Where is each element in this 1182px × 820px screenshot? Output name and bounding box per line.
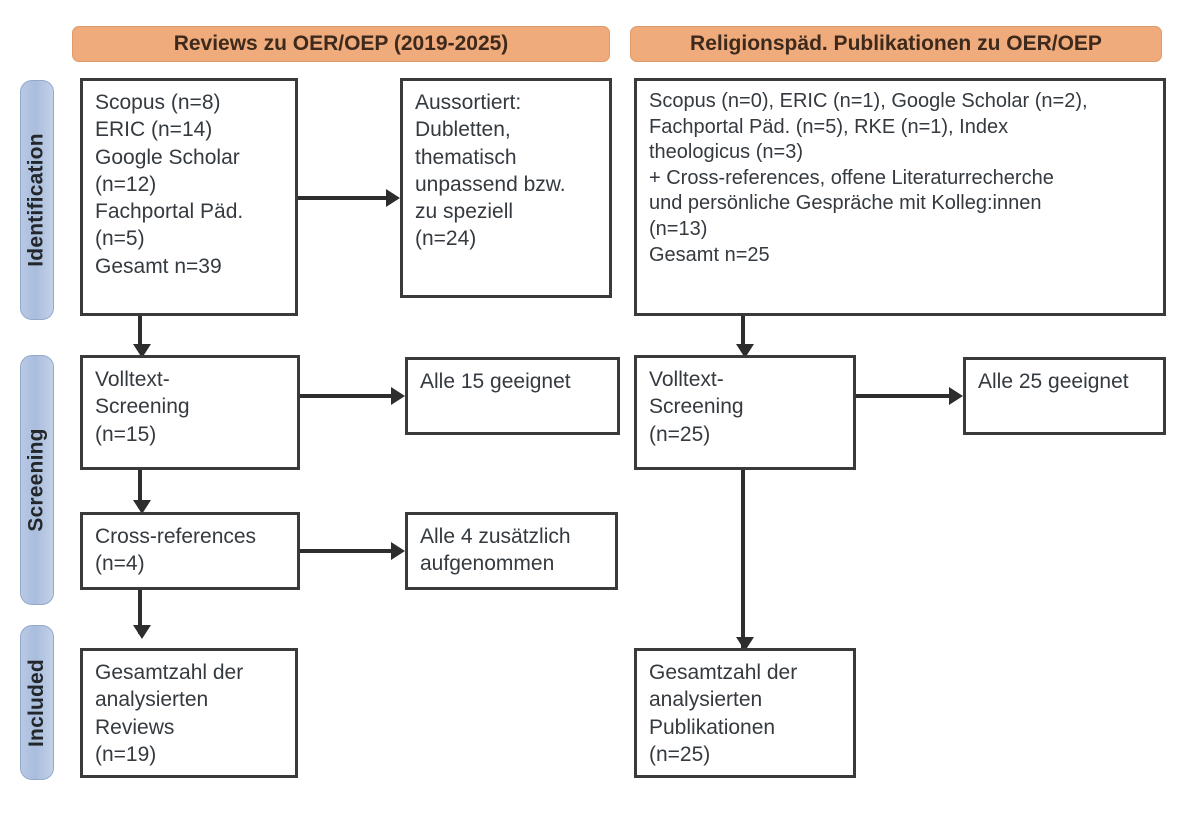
box-right-screening: Volltext- Screening (n=25) xyxy=(634,355,856,470)
phase-tab-screening-label: Screening xyxy=(25,428,48,532)
arrowhead-left-screening-to-crossrefs xyxy=(133,500,151,514)
connector-left-screening-to-crossrefs xyxy=(138,470,142,508)
box-left-included: Gesamtzahl der analysierten Reviews (n=1… xyxy=(80,648,298,778)
column-header-left-label: Reviews zu OER/OEP (2019-2025) xyxy=(173,32,509,55)
connector-left-crossrefs-to-included xyxy=(138,590,142,634)
phase-tab-identification-label: Identification xyxy=(25,133,48,267)
box-right-identification: Scopus (n=0), ERIC (n=1), Google Scholar… xyxy=(634,78,1166,316)
column-header-right-label: Religionspäd. Publikationen zu OER/OEP xyxy=(690,32,1102,55)
arrowhead-left-ident-to-screening xyxy=(133,344,151,358)
connector-left-crossrefs-to-result xyxy=(300,549,393,553)
connector-left-ident-to-excluded xyxy=(298,196,388,200)
box-left-screening: Volltext- Screening (n=15) xyxy=(80,355,300,470)
arrowhead-right-screening-to-included xyxy=(736,637,754,651)
arrowhead-right-screening-to-result xyxy=(949,387,963,405)
box-right-included: Gesamtzahl der analysierten Publikatione… xyxy=(634,648,856,778)
arrowhead-left-ident-to-excluded xyxy=(386,189,400,207)
arrowhead-left-crossrefs-to-included xyxy=(133,625,151,639)
arrowhead-right-ident-to-screening xyxy=(736,344,754,358)
connector-right-screening-to-included xyxy=(741,470,745,650)
phase-tab-identification: Identification xyxy=(20,80,54,320)
connector-right-screening-to-result xyxy=(856,394,951,398)
connector-left-screening-to-result xyxy=(300,394,393,398)
column-header-left: Reviews zu OER/OEP (2019-2025) xyxy=(72,26,610,62)
phase-tab-included-label: Included xyxy=(25,658,49,747)
column-header-right: Religionspäd. Publikationen zu OER/OEP xyxy=(630,26,1162,62)
connector-left-ident-to-screening xyxy=(138,316,142,352)
box-left-screening-result: Alle 15 geeignet xyxy=(405,357,620,435)
connector-right-ident-to-screening xyxy=(741,316,745,352)
box-left-crossrefs: Cross-references (n=4) xyxy=(80,512,300,590)
phase-tab-included: Included xyxy=(20,625,54,780)
box-left-identification: Scopus (n=8) ERIC (n=14) Google Scholar … xyxy=(80,78,298,316)
box-left-excluded: Aussortiert: Dubletten, thematisch unpas… xyxy=(400,78,612,298)
arrowhead-left-screening-to-result xyxy=(391,387,405,405)
box-left-crossrefs-result: Alle 4 zusätzlich aufgenommen xyxy=(405,512,618,590)
phase-tab-screening: Screening xyxy=(20,355,54,605)
arrowhead-left-crossrefs-to-result xyxy=(391,542,405,560)
box-right-screening-result: Alle 25 geeignet xyxy=(963,357,1166,435)
